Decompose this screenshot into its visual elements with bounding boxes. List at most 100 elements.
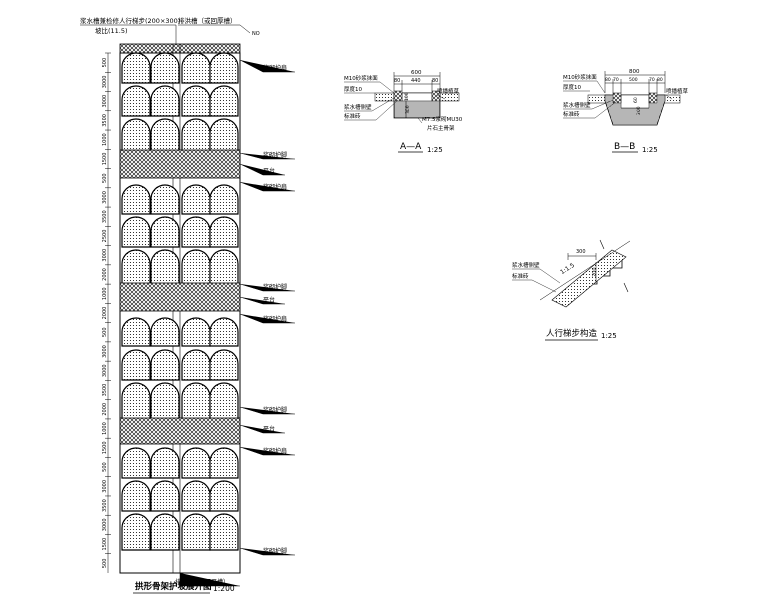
elevation-title: 拱形骨架护坡展开图 (135, 581, 212, 592)
arch-cell-7 (209, 85, 239, 117)
aa-scale: 1:25 (427, 146, 443, 154)
bb-label-drain: 浆水槽侧壁 (563, 101, 591, 109)
bb-dim-f: 300 (636, 106, 642, 115)
dim-label: 500 (102, 173, 108, 183)
arch-cell-44 (121, 513, 151, 551)
label-toe-1: 浆砌护脚 (263, 151, 287, 159)
aa-label-drain: 浆水槽侧壁 (344, 103, 372, 111)
dim-label: 500 (102, 327, 108, 337)
aa-label-stone: 片石主骨架 (427, 124, 455, 132)
aa-dim-d: 100 (404, 92, 410, 101)
dim-label: 1000 (102, 287, 108, 300)
arch-cell-21 (150, 249, 180, 287)
bb-label-thick: 厚度10 (563, 83, 581, 91)
arch-cell-35 (209, 382, 239, 422)
label-top-slope: 坡比(11.5) (95, 26, 128, 35)
elevation-scale: 1:200 (213, 584, 235, 593)
arch-cell-37 (150, 447, 180, 479)
arch-cell-9 (150, 118, 180, 153)
stair-label-drain: 浆水槽侧壁 (512, 261, 540, 269)
bb-brick-right (648, 92, 658, 104)
arch-cell-36 (121, 447, 151, 479)
arch-cell-13 (150, 184, 180, 215)
label-top-ditch: 排洪槽（或回厚槽） (178, 16, 237, 25)
aa-dim-e: 300 (405, 105, 411, 114)
arch-cell-25 (150, 317, 180, 347)
arch-cell-32 (121, 382, 151, 422)
arch-cell-27 (209, 317, 239, 347)
aa-label-mortar: M10砂浆抹面 (344, 74, 378, 82)
arch-cell-12 (121, 184, 151, 215)
arch-cell-10 (181, 118, 211, 153)
arch-cell-19 (209, 216, 239, 248)
arch-cell-15 (209, 184, 239, 215)
arch-cell-17 (150, 216, 180, 248)
dim-label: 2000 (102, 403, 108, 416)
dim-label: 1500 (102, 538, 108, 551)
bb-dim-b: 70 (613, 77, 619, 83)
label-platform-2: 平台 (263, 296, 275, 304)
bb-dim-g: 60 (633, 97, 639, 103)
arch-grid (121, 52, 239, 551)
bb-brick-left (612, 92, 622, 104)
bb-dim-e: 80 (657, 77, 663, 83)
arch-cell-11 (209, 118, 239, 153)
dim-label: 3500 (102, 499, 108, 512)
dim-label: 3000 (102, 364, 108, 377)
dim-label: 2500 (102, 230, 108, 243)
label-platform-3: 平台 (263, 425, 275, 433)
slope-elevation: 5003000300035001000150050030003500250030… (80, 16, 295, 594)
bb-dim-d: 70 (649, 77, 655, 83)
aa-label-masonry: M7.5浆砌MU30 (422, 115, 463, 123)
aa-title: A—A (400, 142, 422, 152)
section-a-a: 600 80 440 80 100 300 M10砂浆抹面 厚度10 浆水槽侧壁… (344, 70, 463, 154)
arch-cell-47 (209, 513, 239, 551)
arch-cell-28 (121, 349, 151, 381)
aa-dim-total: 600 (411, 70, 422, 76)
section-b-b: 800 80 70 500 70 80 300 60 M10砂浆抹面 厚度10 … (563, 69, 689, 154)
stair-dim-w: 300 (576, 249, 586, 255)
bb-label-mortar: M10砂浆抹面 (563, 73, 597, 81)
label-toe-2: 浆砌护脚 (263, 283, 287, 291)
label-top-drain: 浆水槽兼检修人行梯步(200×300) (80, 16, 180, 25)
label-toe-4: 浆砌护脚 (263, 547, 287, 555)
aa-label-brick: 标准砖 (344, 112, 361, 120)
aa-brick-right (431, 90, 441, 102)
bb-dim-a: 80 (605, 77, 611, 83)
aa-label-grass: 喷播植草 (437, 87, 460, 95)
label-crown-3: 浆砌护肩 (263, 315, 287, 323)
arch-cell-1 (150, 52, 180, 84)
stair-scale: 1:25 (601, 332, 617, 340)
label-crown-4: 浆砌护肩 (263, 447, 287, 455)
dim-label: 3000 (102, 76, 108, 89)
dim-label: 1500 (102, 441, 108, 454)
dim-label: 1000 (102, 133, 108, 146)
dim-label: 500 (102, 559, 108, 569)
dim-label: 2000 (102, 307, 108, 320)
platform-band-2 (119, 417, 241, 445)
arch-cell-23 (209, 249, 239, 287)
arch-cell-31 (209, 349, 239, 381)
arch-cell-5 (150, 85, 180, 117)
aa-label-thick: 厚度10 (344, 85, 362, 93)
dim-label: 500 (102, 58, 108, 68)
stair-slope: 1:1.5 (559, 262, 576, 276)
dim-label: 1000 (102, 422, 108, 435)
aa-brick-left (393, 90, 403, 102)
arch-cell-33 (150, 382, 180, 422)
arch-cell-39 (209, 447, 239, 479)
stair-detail: 300 200 1:1.5 浆水槽侧壁 标准砖 人行梯步构造 1:25 (512, 239, 631, 341)
dim-label: 3000 (102, 191, 108, 204)
label-platform-1: 平台 (263, 167, 275, 175)
arch-cell-16 (121, 216, 151, 248)
stair-title: 人行梯步构造 (546, 328, 598, 339)
platform-band-0 (119, 149, 241, 179)
stair-body (551, 249, 627, 308)
dim-label: 500 (102, 462, 108, 472)
stair-dim-h: 200 (592, 267, 598, 277)
dim-label: 3000 (102, 518, 108, 531)
bb-dim-c: 500 (629, 77, 638, 83)
label-toe-3: 浆砌护脚 (263, 406, 287, 414)
arch-cell-24 (121, 317, 151, 347)
